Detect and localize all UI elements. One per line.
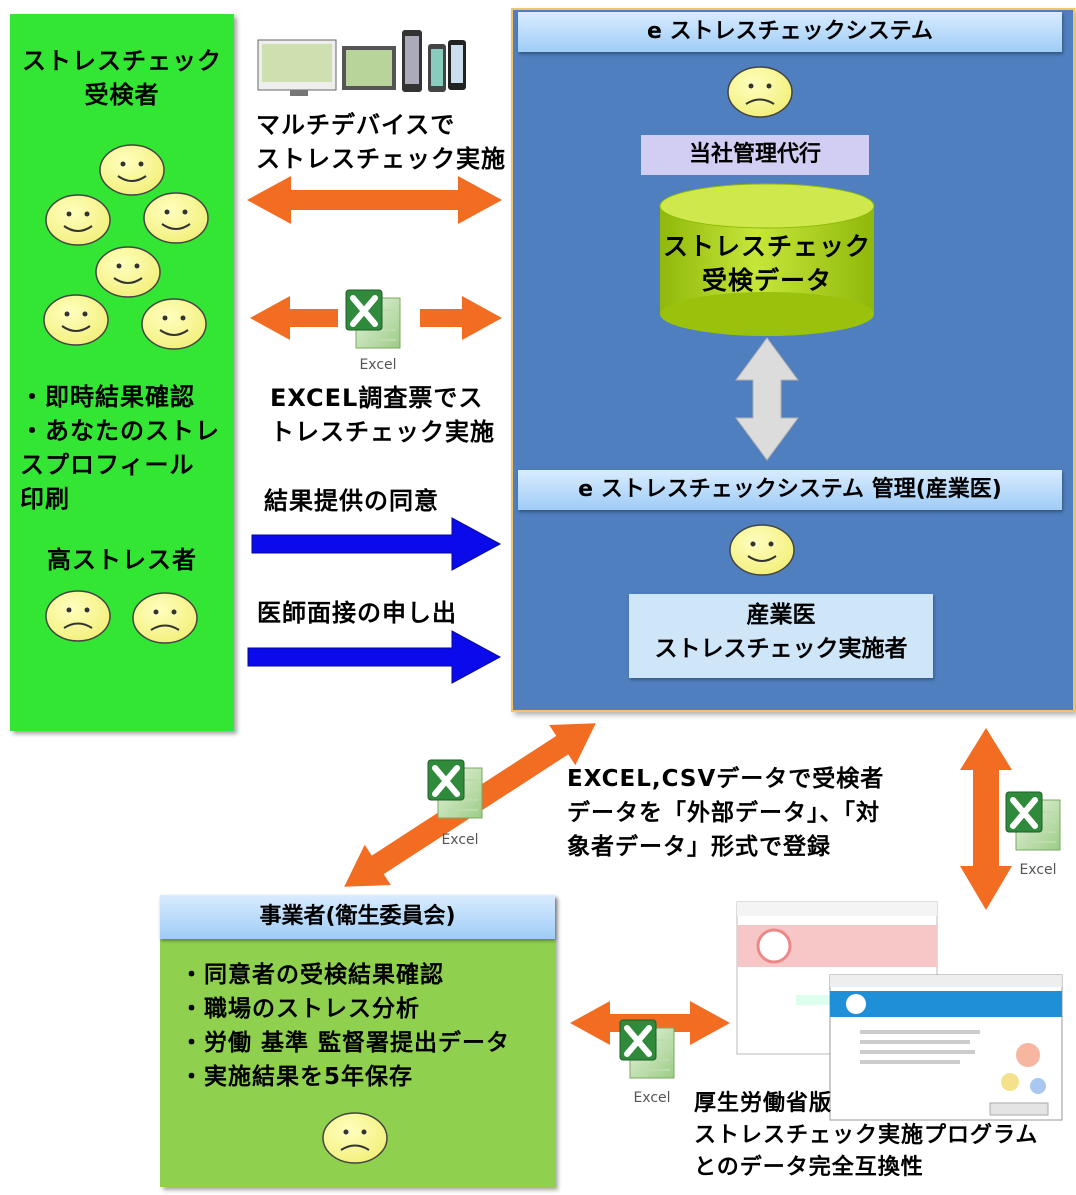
caption-line: 厚生労働省版 <box>694 1091 833 1116</box>
excel-label: Excel <box>441 832 479 848</box>
high-stress-label: 高ストレス者 <box>47 546 197 574</box>
sync-arrow <box>735 337 799 461</box>
sad-face-icon <box>132 592 198 644</box>
happy-face-icon <box>43 294 109 346</box>
employer-item: ・実施結果を5年保存 <box>180 1064 414 1090</box>
caption-line: 象者データ」形式で登録 <box>567 834 831 860</box>
happy-face-icon <box>95 246 161 298</box>
employer-item: ・同意者の受検結果確認 <box>180 962 444 988</box>
consent-caption: 結果提供の同意 <box>264 487 439 515</box>
sad-face-icon <box>727 66 793 118</box>
happy-face-icon <box>729 524 795 576</box>
excel-icon <box>346 290 400 348</box>
excel-label: Excel <box>633 1090 671 1106</box>
employer-header: 事業者(衛生委員会) <box>160 895 555 939</box>
consent-arrow <box>251 517 502 571</box>
interview-caption: 医師面接の申し出 <box>257 599 457 627</box>
system-header: e ストレスチェックシステム <box>518 12 1062 52</box>
caption-line: トレスチェック実施 <box>270 418 495 446</box>
sad-face-icon <box>45 590 111 642</box>
caption-line: EXCEL調査票でス <box>270 384 484 412</box>
caption-line: データを「外部データ」、「対 <box>567 800 880 826</box>
mhlw-sync-arrow <box>960 728 1012 910</box>
caption-line: とのデータ完全互換性 <box>694 1155 924 1180</box>
devices-icon <box>257 30 466 96</box>
happy-face-icon <box>99 144 165 196</box>
excel-icon <box>428 760 482 818</box>
feature-item: 印刷 <box>20 485 70 513</box>
excel-survey-arrow-left <box>250 296 338 340</box>
industrial-doctor-box: 産業医 ストレスチェック実施者 <box>629 594 933 678</box>
doctor-line2: ストレスチェック実施者 <box>654 636 908 662</box>
database-label-line1: ストレスチェック <box>662 232 871 261</box>
happy-face-icon <box>45 194 111 246</box>
doctor-line1: 産業医 <box>746 602 816 628</box>
caption-line: EXCEL,CSVデータで受検者 <box>567 766 885 792</box>
mhlw-program-screenshot <box>736 901 1063 1121</box>
employer-item: ・職場のストレス分析 <box>180 996 420 1022</box>
database-label: ストレスチェック 受検データ <box>660 230 874 298</box>
interview-arrow <box>247 630 502 684</box>
feature-item: ・あなたのストレ <box>20 417 220 445</box>
excel-label: Excel <box>1019 862 1057 878</box>
multi-device-arrow <box>247 176 502 224</box>
system-management-header: e ストレスチェックシステム 管理(産業医) <box>518 470 1062 510</box>
excel-survey-arrow-right <box>420 296 502 340</box>
examinee-feature-list: ・即時結果確認 ・あなたのストレ スプロフィール 印刷 <box>20 380 234 516</box>
excel-label: Excel <box>359 357 397 373</box>
examinee-title-line2: 受検者 <box>84 81 160 109</box>
examinee-title: ストレスチェック 受検者 <box>10 44 234 112</box>
import-caption: EXCEL,CSVデータで受検者 データを「外部データ」、「対 象者データ」形式… <box>567 762 884 864</box>
sad-face-icon <box>322 1112 388 1164</box>
excel-survey-caption: EXCEL調査票でス トレスチェック実施 <box>270 381 495 449</box>
feature-item: スプロフィール <box>20 451 195 479</box>
database-icon <box>659 183 875 336</box>
multi-device-caption: マルチデバイスで ストレスチェック実施 <box>256 108 506 176</box>
mhlw-caption: 厚生労働省版 ストレスチェック実施プログラム とのデータ完全互換性 <box>694 1088 1038 1184</box>
caption-line: ストレスチェック実施プログラム <box>694 1123 1039 1148</box>
happy-face-icon <box>143 192 209 244</box>
employer-feature-list: ・同意者の受検結果確認 ・職場のストレス分析 ・労働 基準 監督署提出データ ・… <box>180 958 550 1094</box>
excel-icon <box>1006 792 1060 850</box>
employer-item: ・労働 基準 監督署提出データ <box>180 1030 511 1056</box>
feature-item: ・即時結果確認 <box>20 383 195 411</box>
caption-line: ストレスチェック実施 <box>256 145 506 173</box>
proxy-management-box: 当社管理代行 <box>641 135 869 175</box>
excel-icon <box>620 1020 674 1078</box>
examinee-title-line1: ストレスチェック <box>22 47 222 75</box>
caption-line: マルチデバイスで <box>256 111 456 139</box>
happy-face-icon <box>141 298 207 350</box>
database-label-line2: 受検データ <box>701 266 832 295</box>
